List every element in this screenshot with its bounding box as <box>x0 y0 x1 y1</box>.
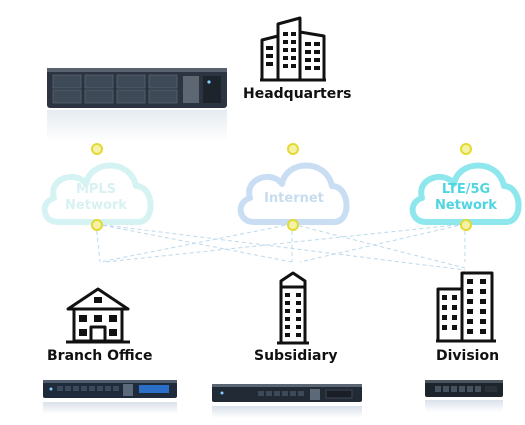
link-lte-branch <box>104 223 466 263</box>
subsidiary-appliance <box>212 382 362 406</box>
subsidiary-building-icon <box>277 271 309 345</box>
headquarters-building-icon <box>260 16 326 82</box>
headquarters-server-reflection <box>47 110 227 142</box>
internet-bottom-dot <box>287 219 299 231</box>
link-lte-subsidiary <box>299 223 466 263</box>
subsidiary-label: Subsidiary <box>254 348 338 364</box>
link-internet-division <box>291 223 466 269</box>
mpls-top-dot <box>91 143 103 155</box>
internet-cloud: Internet <box>237 162 350 225</box>
headquarters-server-appliance <box>47 68 227 110</box>
link-internet-branch <box>99 223 293 263</box>
branch-office-building-icon <box>66 287 130 344</box>
branch-office-appliance <box>43 378 177 402</box>
mpls-cloud-label-line1: MPLS <box>76 182 116 197</box>
lte-top-dot <box>460 143 472 155</box>
link-mpls-subsidiary <box>95 223 293 263</box>
headquarters-label: Headquarters <box>243 86 352 102</box>
division-appliance <box>425 378 503 400</box>
division-appliance-reflection <box>425 400 503 412</box>
lte-5g-cloud: LTE/5G Network <box>409 162 522 225</box>
internet-cloud-label: Internet <box>264 191 324 206</box>
lte-cloud-label-line1: LTE/5G <box>442 182 490 197</box>
lte-cloud-label-line2: Network <box>435 198 497 213</box>
branch-office-label: Branch Office <box>47 348 153 364</box>
division-label: Division <box>436 348 500 364</box>
branch-office-appliance-reflection <box>43 402 177 414</box>
mpls-bottom-dot <box>91 219 103 231</box>
lte-bottom-dot <box>460 219 472 231</box>
link-mpls-division <box>95 223 466 271</box>
mpls-cloud-label-line2: Network <box>65 198 127 213</box>
division-building-icon <box>436 271 496 343</box>
link-mpls-branch <box>95 223 101 263</box>
mpls-cloud: MPLS Network <box>41 162 154 225</box>
internet-top-dot <box>287 143 299 155</box>
subsidiary-appliance-reflection <box>212 406 362 418</box>
